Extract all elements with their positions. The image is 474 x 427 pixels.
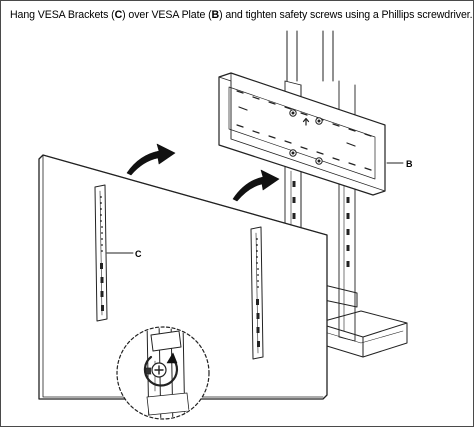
screw-detail-zoom xyxy=(116,326,210,420)
vesa-plate xyxy=(218,72,386,196)
arrowhead-icon xyxy=(166,352,178,364)
callout-b-label: B xyxy=(406,159,413,169)
motion-arrow-icon xyxy=(126,143,176,176)
phillips-screw-icon xyxy=(144,362,167,378)
vesa-bracket-right xyxy=(250,226,264,360)
clockwise-arrow-icon xyxy=(143,355,178,387)
plate-bolts xyxy=(289,109,323,165)
motion-arrow-icon xyxy=(232,169,280,202)
up-arrow-icon xyxy=(302,117,310,126)
callout-c-label: C xyxy=(135,249,142,259)
vesa-bracket-left xyxy=(94,184,108,322)
instruction-text: Hang VESA Brackets (C) over VESA Plate (… xyxy=(10,9,473,21)
